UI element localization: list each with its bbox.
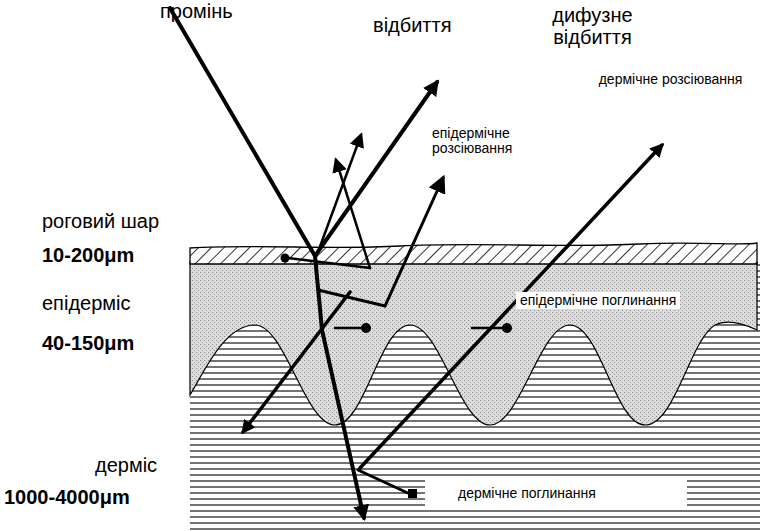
absorption-dots [281, 254, 513, 499]
text-label: 1000-4000μm [4, 486, 130, 508]
label-patch [425, 478, 687, 510]
text-label: дифузне відбиття [530, 4, 655, 48]
text-label: 10-200μm [42, 244, 134, 266]
text-label: дермічне розсіювання [598, 72, 743, 87]
stratum-corneum [190, 243, 757, 264]
dermis-layer [190, 262, 760, 531]
epidermis-layer [190, 262, 757, 425]
text-label: дермічне поглинання [458, 486, 596, 501]
light-rays [170, 8, 662, 518]
text-label: дерміс [95, 454, 157, 476]
text-label: епідермічне розсіювання [432, 126, 562, 157]
text-label: епідермічне поглинання [516, 292, 680, 309]
text-label: 40-150μm [42, 332, 134, 354]
text-label: епідерміс [42, 292, 131, 314]
text-label: промінь [160, 0, 233, 22]
text-label: відбиття [373, 14, 452, 36]
text-label: роговий шар [42, 210, 159, 232]
